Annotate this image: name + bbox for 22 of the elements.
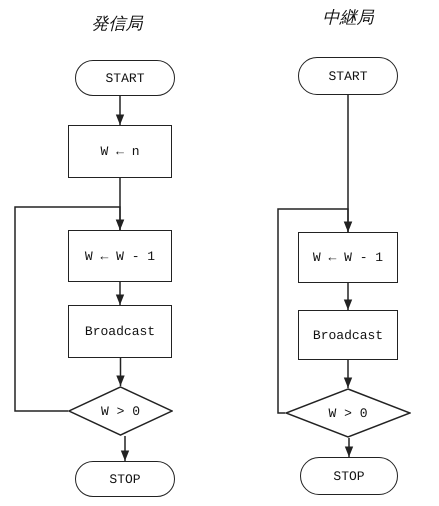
decision-diamond: W > 0 <box>68 386 173 436</box>
arrow <box>14 206 124 412</box>
arrow <box>116 96 124 125</box>
arrow <box>120 436 130 461</box>
arrow <box>344 283 352 310</box>
arrow <box>116 282 124 305</box>
process-box: Broadcast <box>68 305 172 358</box>
decision-diamond: W > 0 <box>285 388 411 438</box>
process-box: W ← n <box>68 125 172 178</box>
arrow <box>116 358 125 386</box>
flowchart-title: 中継局 <box>322 7 374 29</box>
process-box: W ← W - 1 <box>298 232 398 283</box>
terminal-box: STOP <box>300 457 398 495</box>
process-box: W ← W - 1 <box>68 230 172 282</box>
arrow <box>344 438 354 457</box>
flowchart-title: 発信局 <box>92 13 142 35</box>
terminal-box: START <box>75 60 175 96</box>
arrow <box>344 360 352 388</box>
terminal-box: START <box>298 57 398 95</box>
process-box: Broadcast <box>298 310 398 360</box>
terminal-box: STOP <box>75 461 175 497</box>
arrow <box>277 208 352 414</box>
